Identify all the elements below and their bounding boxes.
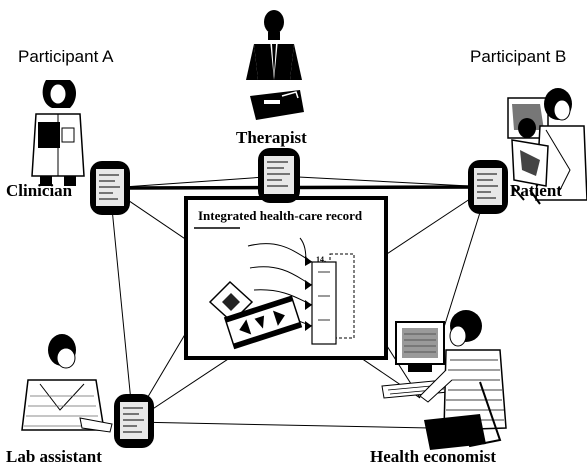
role-label-patient: Patient [510, 181, 562, 200]
participant-a-label: Participant A [18, 47, 114, 66]
role-label-lab-assistant: Lab assistant [6, 447, 102, 466]
role-label-clinician: Clinician [6, 181, 73, 200]
role-label-health-economist: Health economist [370, 447, 496, 466]
lab-assistant-figure [21, 334, 113, 433]
pda-lab-assistant[interactable] [114, 394, 154, 448]
record-page-back [329, 253, 355, 339]
record-title: Integrated health-care record [198, 208, 363, 223]
record-page-front [311, 261, 337, 345]
role-label-therapist: Therapist [236, 128, 307, 147]
pda-therapist[interactable] [258, 148, 300, 203]
participant-b-label: Participant B [470, 47, 566, 66]
link-therapist-clinician [109, 175, 280, 189]
therapist-figure [246, 10, 304, 120]
pda-patient[interactable] [468, 160, 508, 214]
clinician-figure [31, 80, 85, 186]
health-economist-figure [381, 310, 507, 450]
record-arrowheads [305, 256, 312, 331]
link-labassistant-economist [132, 421, 431, 429]
integrated-record-panel[interactable]: Integrated health-care record 14. [184, 196, 388, 360]
record-page-number: 14. [316, 255, 326, 264]
link-clinician-labassistant [109, 187, 134, 423]
patient-figure [507, 88, 587, 205]
film-strip-icon [223, 295, 303, 350]
link-therapist-patient [278, 175, 489, 188]
pda-clinician[interactable] [90, 161, 130, 215]
